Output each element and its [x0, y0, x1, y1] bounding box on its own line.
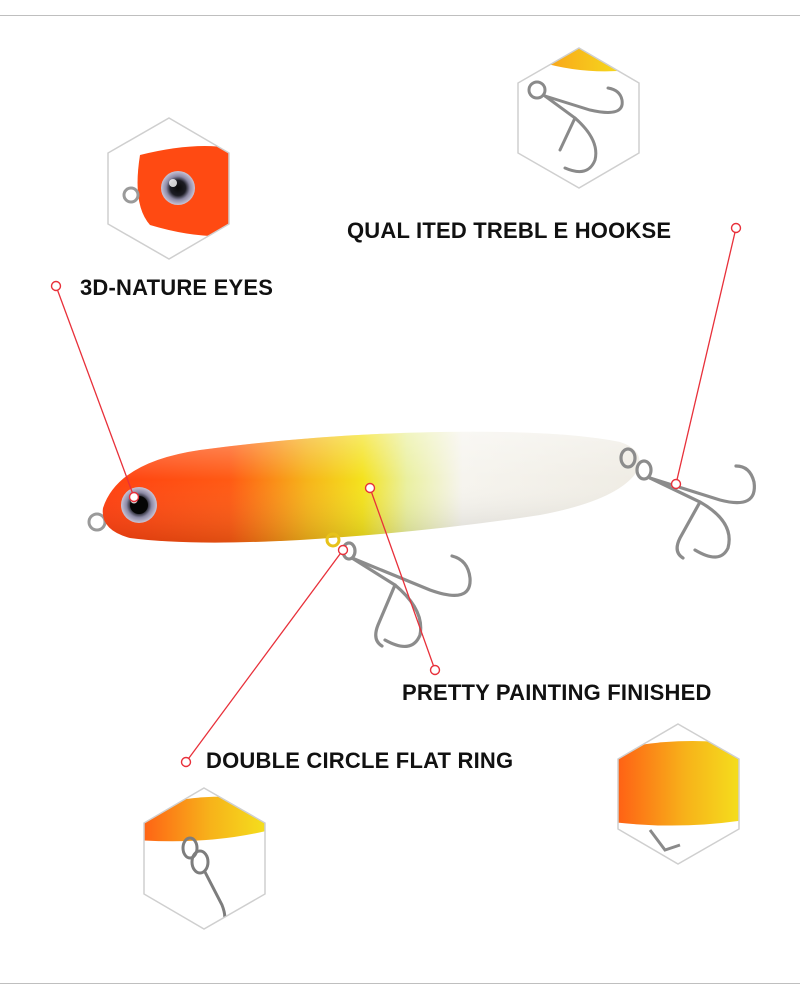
- hooks-callout-dot: [730, 222, 742, 234]
- bottom-divider: [0, 983, 800, 984]
- painting-anchor-dot: [364, 482, 376, 494]
- tail-treble-hook: [619, 447, 756, 560]
- painting-callout-dot: [429, 664, 441, 676]
- split-ring-label: DOUBLE CIRCLE FLAT RING: [206, 748, 514, 773]
- callout-lines: [55, 227, 737, 763]
- eyes-anchor-dot: [128, 491, 140, 503]
- ring-anchor-dot: [337, 544, 349, 556]
- ring-callout-dot: [180, 756, 192, 768]
- fishing-lure: [87, 431, 756, 648]
- callout-dots: [50, 222, 742, 768]
- hooks-anchor-dot: [670, 478, 682, 490]
- top-divider: [0, 15, 800, 16]
- line-tie: [87, 512, 107, 532]
- eyes-callout-dot: [50, 280, 62, 292]
- treble-hooks-label: QUAL ITED TREBL E HOOKSE: [347, 218, 672, 243]
- painting-finish-label: PRETTY PAINTING FINISHED: [402, 680, 712, 705]
- split-ring-thumbnail: [143, 787, 266, 930]
- belly-split-ring: [325, 532, 341, 548]
- lure-eye: [121, 487, 157, 523]
- treble-hook-thumbnail: [517, 47, 640, 189]
- nature-eyes-label: 3D-NATURE EYES: [80, 275, 274, 300]
- belly-treble-hook: [341, 541, 472, 648]
- paint-detail-thumbnail: [617, 723, 740, 865]
- eye-detail-thumbnail: [107, 117, 230, 260]
